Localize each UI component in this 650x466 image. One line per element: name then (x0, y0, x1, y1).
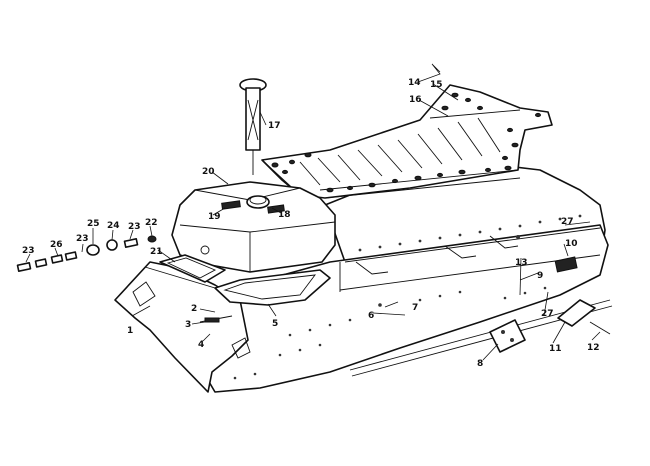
callout-7: 7 (412, 303, 418, 313)
tank-mounting-pads (159, 254, 331, 306)
callout-4: 4 (198, 340, 204, 350)
fuel-line-assembly (16, 235, 157, 272)
callout-23-a: 23 (22, 246, 35, 256)
callout-26: 26 (50, 240, 63, 250)
callout-19: 19 (208, 212, 221, 222)
callout-13: 13 (515, 258, 528, 268)
callout-9: 9 (537, 271, 543, 281)
callout-16: 16 (409, 95, 422, 105)
callout-labels: 1 2 3 4 5 6 7 8 9 10 11 12 13 14 15 16 1… (22, 78, 600, 369)
callout-15: 15 (430, 80, 443, 90)
callout-21: 21 (150, 247, 163, 257)
callout-11: 11 (549, 344, 562, 354)
leader-lines (25, 63, 601, 361)
callout-12: 12 (587, 343, 600, 353)
callout-8: 8 (477, 359, 483, 369)
callout-23-c: 23 (128, 222, 141, 232)
callout-14: 14 (408, 78, 421, 88)
callout-5: 5 (272, 319, 278, 329)
small-parts (199, 256, 611, 353)
callout-1: 1 (127, 326, 133, 336)
callout-10: 10 (565, 239, 578, 249)
callout-18: 18 (278, 210, 291, 220)
fuel-tank (171, 181, 336, 273)
callout-25: 25 (87, 219, 100, 229)
callout-22: 22 (145, 218, 158, 228)
callout-2: 2 (191, 304, 197, 314)
callout-24: 24 (107, 221, 120, 231)
callout-17: 17 (268, 121, 281, 131)
callout-27-a: 27 (541, 309, 554, 319)
fuel-gauge-sender (239, 78, 267, 175)
callout-3: 3 (185, 320, 191, 330)
callout-20: 20 (202, 167, 215, 177)
rivet-pattern (233, 214, 582, 380)
callout-6: 6 (368, 311, 374, 321)
callout-23-b: 23 (76, 234, 89, 244)
callout-27-b: 27 (561, 217, 574, 227)
